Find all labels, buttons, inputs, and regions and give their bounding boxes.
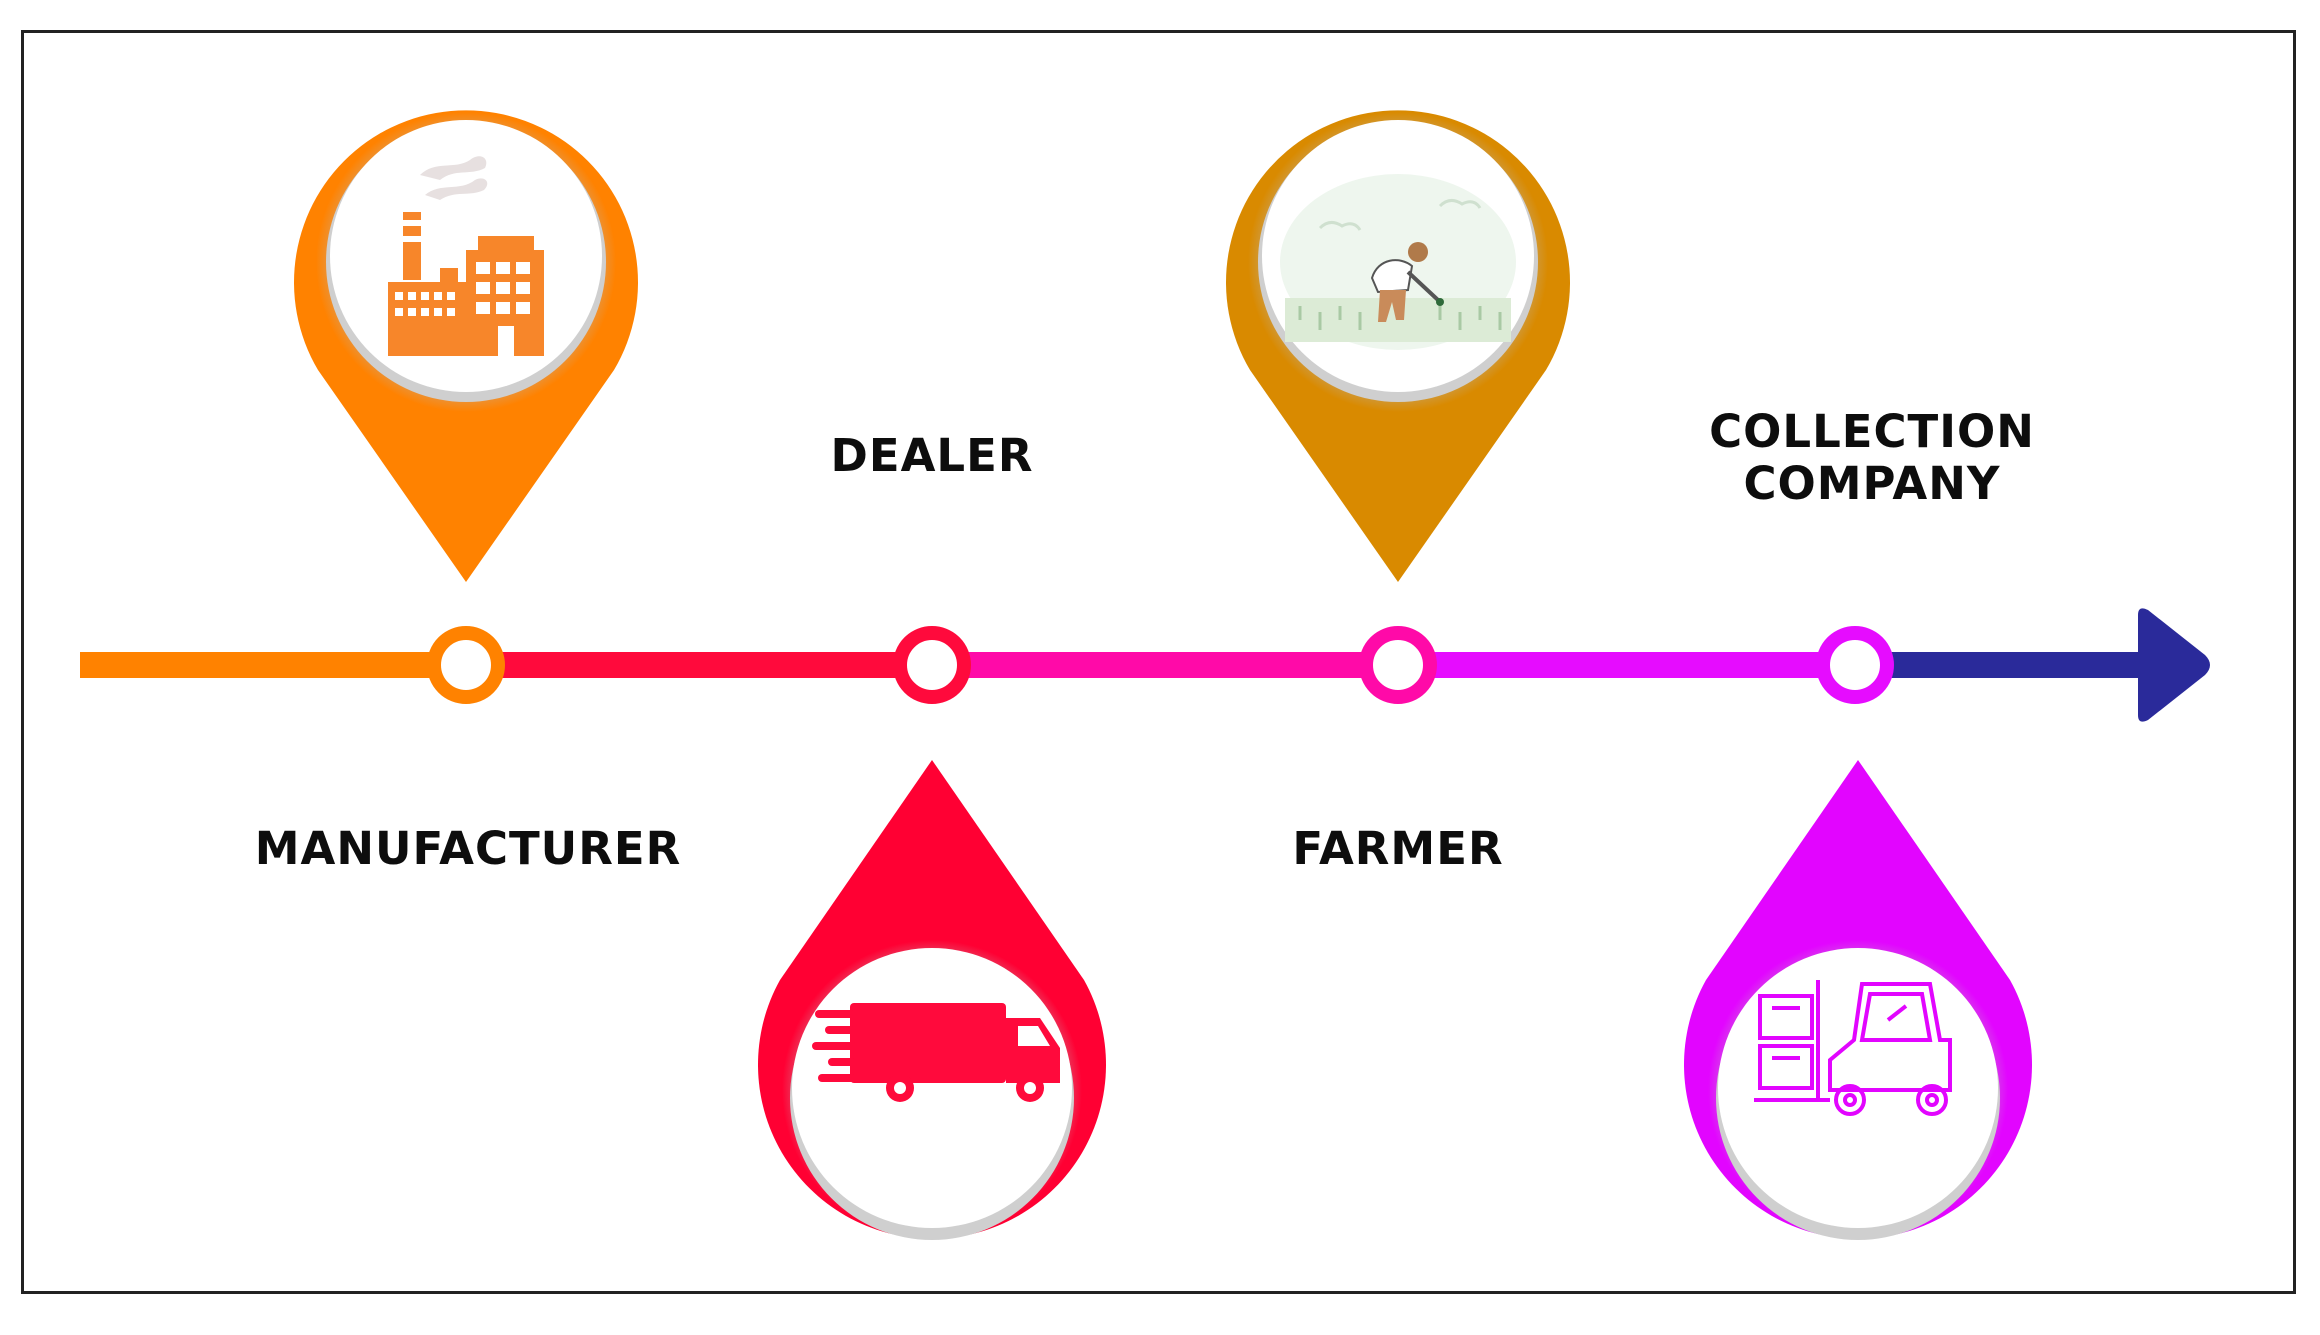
label-dealer: DEALER bbox=[830, 429, 1034, 482]
node-dealer bbox=[893, 626, 971, 704]
arrow-head-icon bbox=[2138, 608, 2210, 722]
node-manufacturer bbox=[427, 626, 505, 704]
node-farmer bbox=[1359, 626, 1437, 704]
label-farmer: FARMER bbox=[1292, 822, 1504, 875]
node-collection-company bbox=[1816, 626, 1894, 704]
pin-manufacturer bbox=[294, 110, 638, 582]
timeline-line bbox=[80, 608, 2210, 722]
delivery-truck-icon bbox=[812, 1003, 1060, 1102]
label-collection-company: COLLECTION COMPANY bbox=[1709, 405, 2035, 510]
forklift-icon bbox=[1754, 980, 1952, 1116]
factory-icon bbox=[388, 156, 544, 356]
pin-dealer bbox=[758, 760, 1106, 1240]
label-manufacturer: MANUFACTURER bbox=[254, 822, 682, 875]
timeline-nodes bbox=[427, 626, 1894, 704]
pin-farmer bbox=[1226, 110, 1570, 583]
farmer-planting-icon bbox=[1280, 174, 1516, 350]
pin-collection-company bbox=[1684, 760, 2032, 1240]
